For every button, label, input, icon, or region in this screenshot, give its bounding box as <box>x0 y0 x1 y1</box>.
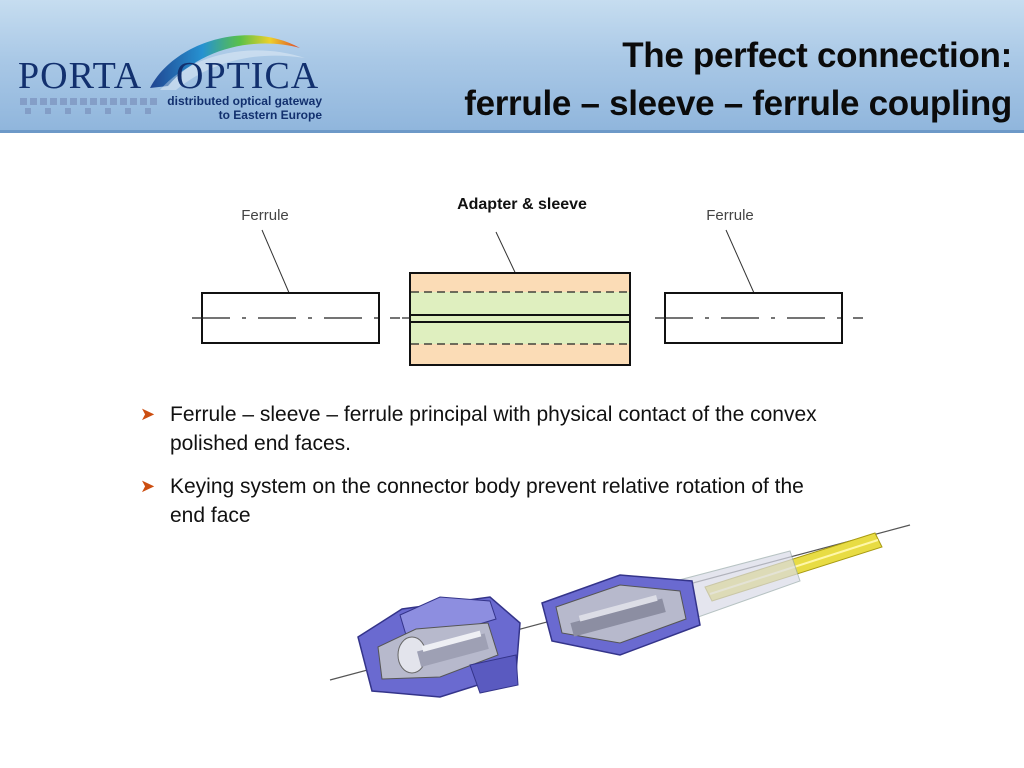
svg-text:OPTICA: OPTICA <box>176 55 319 97</box>
svg-text:PORTA: PORTA <box>18 55 142 97</box>
svg-text:distributed optical gateway: distributed optical gateway <box>167 94 322 108</box>
bullet-list: ➤ Ferrule – sleeve – ferrule principal w… <box>140 400 900 544</box>
svg-text:to Eastern Europe: to Eastern Europe <box>219 108 323 122</box>
header-divider <box>0 130 1024 133</box>
page-title-line-1: The perfect connection: <box>622 36 1012 75</box>
connector-cutaway-illustration <box>329 524 911 698</box>
arrow-bullet-icon: ➤ <box>140 404 156 424</box>
bullet-text: Keying system on the connector body prev… <box>170 475 804 527</box>
bullet-item: ➤ Keying system on the connector body pr… <box>140 472 900 530</box>
bullet-text: Ferrule – sleeve – ferrule principal wit… <box>170 403 817 455</box>
adapter-sleeve-label: Adapter & sleeve <box>457 196 587 213</box>
ferrule-sleeve-diagram: Ferrule Adapter & sleeve Ferrule <box>192 196 863 366</box>
porta-optica-logo: PORTA OPTICA distributed optical gateway… <box>18 35 323 122</box>
sleeve-inner <box>411 292 629 344</box>
page-title-line-2: ferrule – sleeve – ferrule coupling <box>464 84 1012 123</box>
header-banner: PORTA OPTICA distributed optical gateway… <box>0 0 1024 133</box>
left-ferrule-label: Ferrule <box>241 207 289 224</box>
right-ferrule-label: Ferrule <box>706 207 754 224</box>
arrow-bullet-icon: ➤ <box>140 476 156 496</box>
bullet-item: ➤ Ferrule – sleeve – ferrule principal w… <box>140 400 900 458</box>
